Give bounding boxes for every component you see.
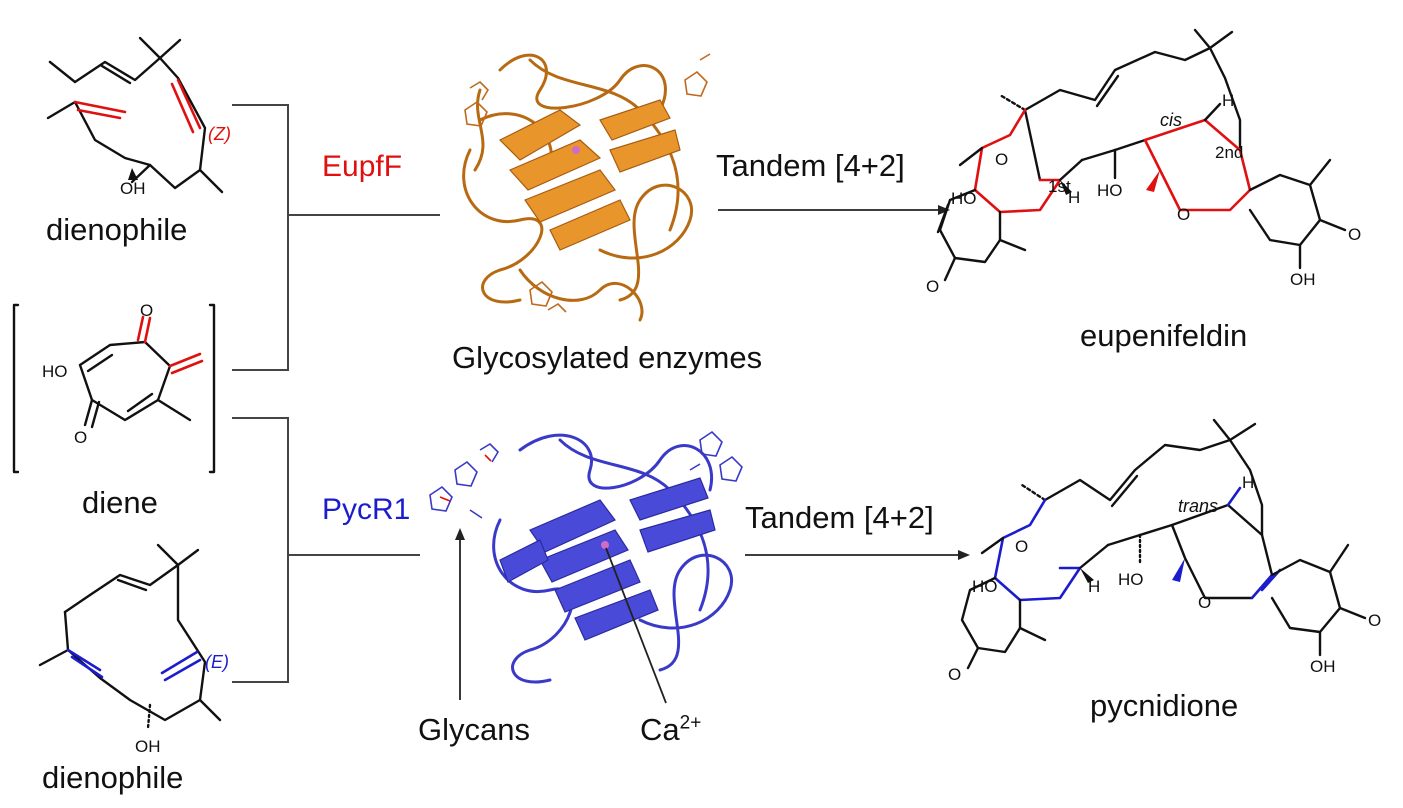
pycn-h-left: H — [1088, 577, 1100, 596]
diene-ho-label: HO — [42, 362, 68, 381]
calcium-pointer — [605, 547, 667, 704]
eupf-o-ketone: O — [926, 277, 939, 296]
eupf-h-right: H — [1222, 91, 1234, 110]
connector-bottom — [232, 417, 420, 683]
e-geometry-label: (E) — [205, 652, 229, 672]
eupf-o-ring-left: O — [995, 150, 1008, 169]
diene-structure: O HO O — [12, 301, 216, 474]
calcium-label: Ca2+ — [640, 712, 701, 748]
pycn-ho-center: HO — [1118, 570, 1144, 589]
diene-o-top: O — [140, 301, 153, 320]
diene-o-bottom: O — [74, 428, 87, 447]
pycn-o-ring-left: O — [1015, 537, 1028, 556]
eupf-ho: HO — [951, 189, 977, 208]
pycn-h-right: H — [1242, 473, 1254, 492]
oh-label-bottom: OH — [135, 737, 161, 756]
eupenifeldin-structure: HO O O 1st H HO cis 2nd H O O OH — [926, 28, 1361, 296]
connector-top — [232, 104, 440, 371]
dienophile-z-structure: OH (Z) — [46, 36, 231, 198]
calcium-charge: 2+ — [679, 712, 702, 734]
eupenifeldin-label: eupenifeldin — [1080, 318, 1248, 353]
pycn-ho: HO — [972, 577, 998, 596]
pycnidione-structure: HO O O H HO trans H O O OH — [948, 418, 1381, 684]
eupff-enzyme-label: EupfF — [322, 150, 403, 183]
dienophile-top-label: dienophile — [46, 212, 188, 247]
pycn-o-ring-right: O — [1198, 593, 1211, 612]
eupf-h-left: H — [1068, 188, 1080, 207]
calcium-symbol: Ca — [640, 712, 680, 747]
pycr1-enzyme-label: PycR1 — [322, 493, 411, 526]
reaction-arrow-bottom — [745, 550, 970, 560]
reaction-top-label: Tandem [4+2] — [716, 148, 905, 183]
oh-label: OH — [120, 179, 146, 198]
eupf-1st-label: 1st — [1048, 177, 1071, 196]
eupff-protein-model — [462, 53, 711, 322]
z-geometry-label: (Z) — [208, 124, 231, 144]
pycr1-protein-model — [429, 430, 743, 684]
eupf-ho-center: HO — [1097, 181, 1123, 200]
glycosylated-enzymes-label: Glycosylated enzymes — [452, 340, 763, 375]
eupf-2nd-label: 2nd — [1215, 143, 1243, 162]
eupf-cis-label: cis — [1160, 110, 1182, 130]
reaction-bottom-label: Tandem [4+2] — [745, 500, 934, 535]
glycans-pointer — [455, 528, 465, 700]
pycn-o-ketone-right: O — [1368, 611, 1381, 630]
diene-label: diene — [82, 485, 158, 520]
eupf-o-ring-right: O — [1177, 205, 1190, 224]
pycn-trans-label: trans — [1178, 496, 1218, 516]
eupf-oh-right: OH — [1290, 270, 1316, 289]
pycn-o-ketone: O — [948, 665, 961, 684]
reaction-arrow-top — [718, 205, 950, 215]
glycans-label: Glycans — [418, 712, 530, 747]
eupf-o-ketone-right: O — [1348, 225, 1361, 244]
dienophile-bottom-label: dienophile — [42, 760, 184, 795]
pycn-oh-right: OH — [1310, 657, 1336, 676]
pycnidione-label: pycnidione — [1090, 688, 1239, 723]
dienophile-e-structure: OH (E) — [38, 543, 229, 756]
